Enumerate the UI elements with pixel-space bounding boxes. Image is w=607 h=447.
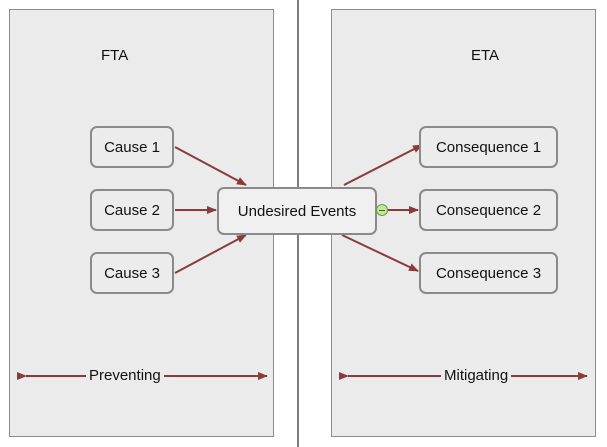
cause-3-node[interactable]: Cause 3 [90, 252, 174, 294]
eta-title: ETA [471, 47, 500, 64]
mitigating-label: Mitigating [441, 367, 512, 385]
cause-2-node[interactable]: Cause 2 [90, 189, 174, 231]
preventing-label: Preventing [86, 367, 164, 385]
undesired-event-node[interactable]: Undesired Events [217, 187, 377, 235]
fta-title: FTA [101, 47, 129, 64]
consequence-3-node[interactable]: Consequence 3 [419, 252, 558, 294]
cause-1-node[interactable]: Cause 1 [90, 126, 174, 168]
consequence-2-node[interactable]: Consequence 2 [419, 189, 558, 231]
consequence-1-node[interactable]: Consequence 1 [419, 126, 558, 168]
collapse-gate-icon[interactable] [376, 204, 388, 216]
